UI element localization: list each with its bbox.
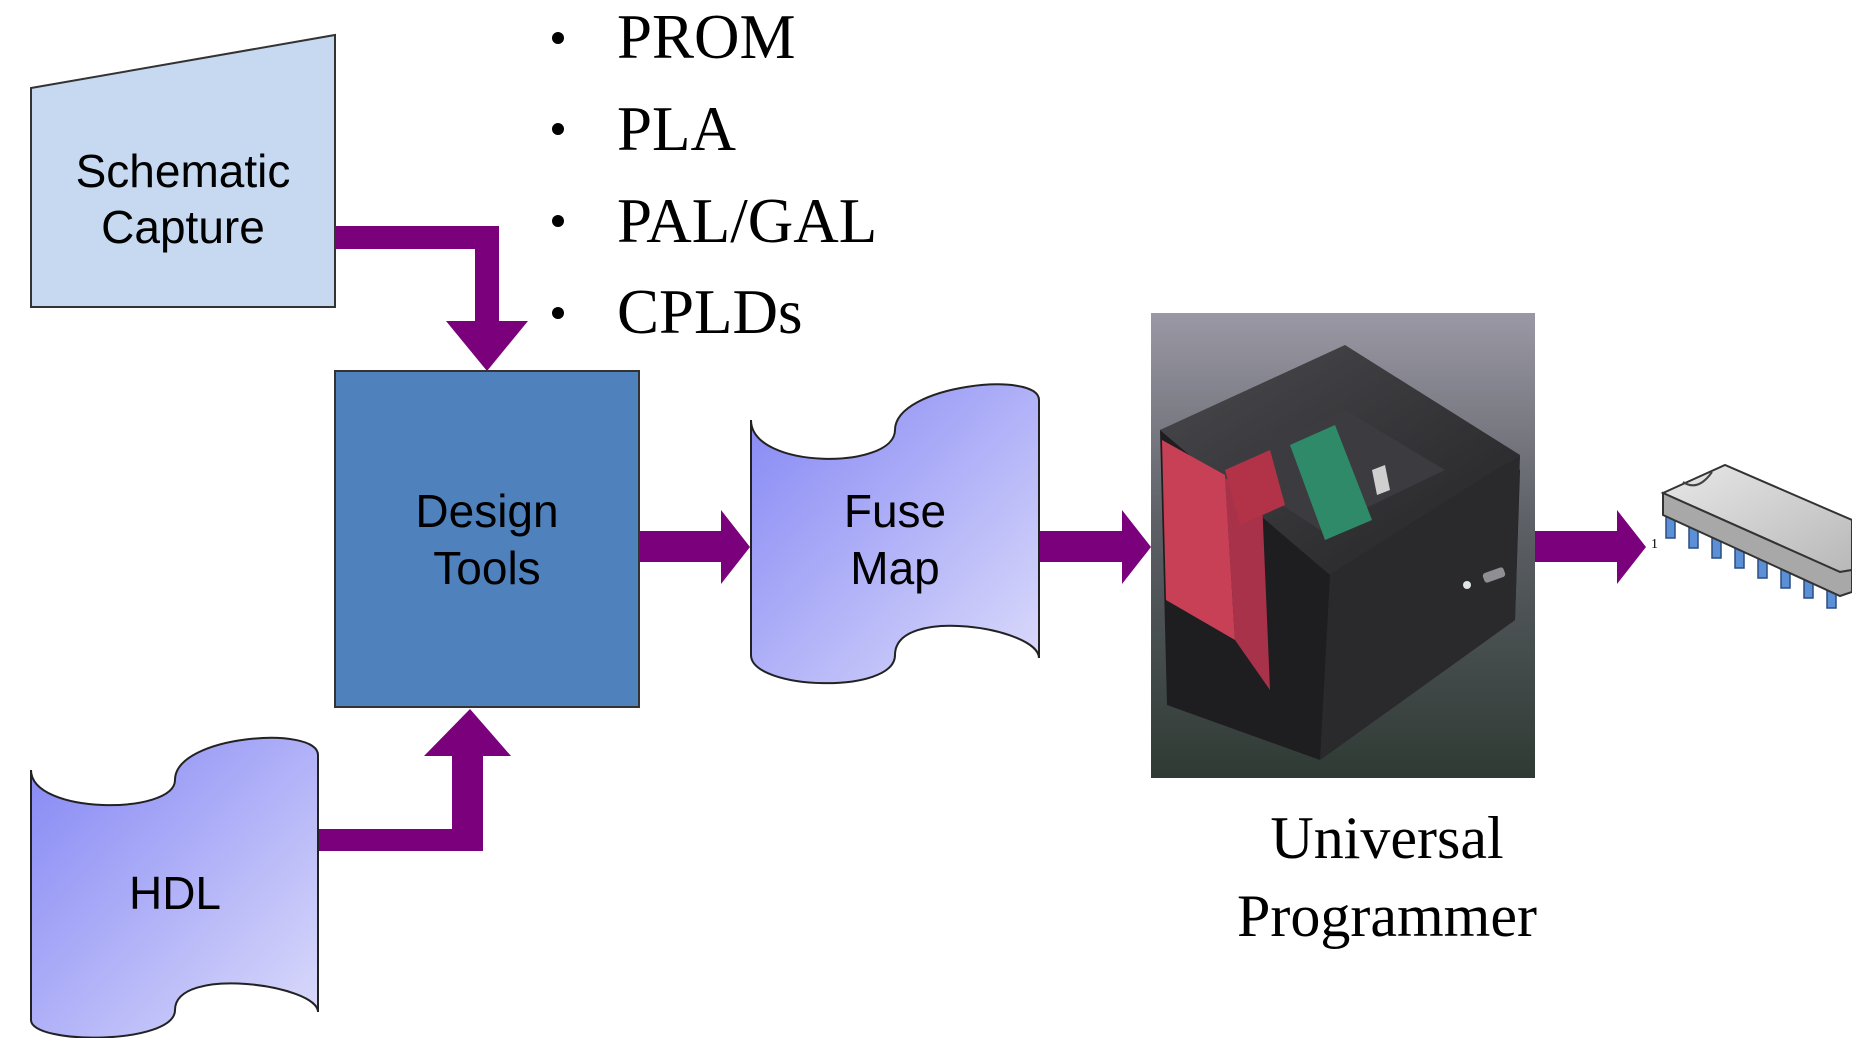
programmer-device-lower-panel <box>1320 455 1520 760</box>
schematic-capture-label-line2: Capture <box>101 201 265 253</box>
bullet-text: PAL/GAL <box>617 186 877 256</box>
design-tools-node: Design Tools <box>334 370 640 708</box>
fuse-map-label-line1: Fuse <box>844 485 946 537</box>
bullet-dot <box>552 123 564 135</box>
arrow-programmer-to-chip <box>1535 510 1646 584</box>
programmer-red-plate <box>1225 450 1285 525</box>
bullet-list: PROM PLA PAL/GAL CPLDs <box>552 2 877 347</box>
hdl-shape <box>30 736 319 1038</box>
arrow-hdl-to-design-tools <box>318 709 511 851</box>
arrows <box>318 226 1646 851</box>
bullet-dot <box>552 32 564 44</box>
schematic-capture-shape <box>30 33 336 308</box>
arrow-fuse-map-to-programmer <box>1040 510 1151 584</box>
schematic-capture-label-line1: Schematic <box>76 145 291 197</box>
design-tools-label-line2: Tools <box>433 542 540 594</box>
schematic-capture-node: Schematic Capture <box>30 33 336 308</box>
design-tools-shape <box>334 370 640 708</box>
arrow-design-tools-to-fuse-map <box>640 510 750 584</box>
fuse-map-label-line2: Map <box>850 542 939 594</box>
universal-programmer-caption: Universal Programmer <box>1237 805 1537 949</box>
hdl-label: HDL <box>129 867 221 919</box>
bullet-text: PROM <box>617 2 796 72</box>
bullet-item: CPLDs <box>552 277 803 347</box>
chip-body-front <box>1662 491 1852 598</box>
programmer-led <box>1463 581 1471 589</box>
bullet-item: PROM <box>552 2 796 72</box>
programmer-zif-lever <box>1372 465 1390 495</box>
universal-programmer-photo <box>1151 313 1535 778</box>
bullet-item: PLA <box>552 94 737 164</box>
design-tools-label-line1: Design <box>415 485 558 537</box>
programmer-red-front <box>1225 478 1270 690</box>
bullet-dot <box>552 307 564 319</box>
bullet-item: PAL/GAL <box>552 186 877 256</box>
bullet-text: PLA <box>617 94 737 164</box>
hdl-node: HDL <box>30 736 319 1038</box>
programmer-caption-line2: Programmer <box>1237 883 1537 949</box>
chip-notch <box>1682 471 1713 487</box>
chip-pin-one-label: 1 <box>1651 537 1658 552</box>
bullet-text: CPLDs <box>617 277 803 347</box>
programmer-zif-socket <box>1290 425 1372 540</box>
arrow-schematic-to-design-tools <box>335 226 528 371</box>
programmer-caption-line1: Universal <box>1270 805 1503 871</box>
dip-chip-icon: 1 <box>1651 463 1852 609</box>
programmer-red-stripe <box>1162 440 1235 640</box>
bullet-dot <box>552 215 564 227</box>
programmer-button <box>1482 567 1506 583</box>
fuse-map-node: Fuse Map <box>750 383 1040 685</box>
fuse-map-shape <box>750 383 1040 685</box>
